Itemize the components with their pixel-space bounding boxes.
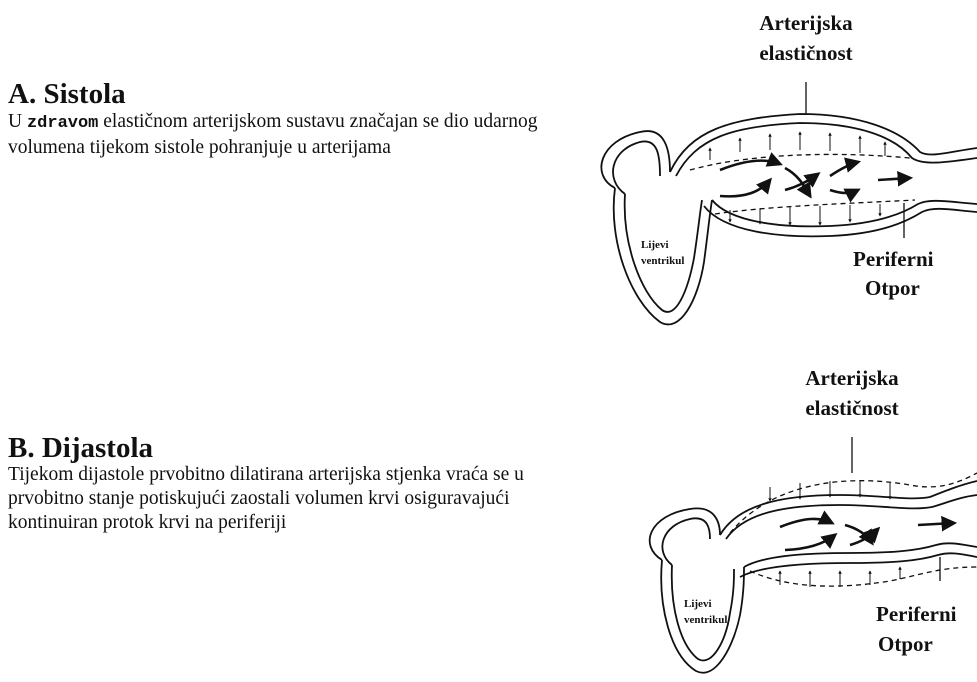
peripheral-resistance-label-line2: Otpor <box>878 632 933 656</box>
peripheral-resistance-label-line1: Periferni <box>853 247 934 271</box>
left-ventricle-label-line2: ventrikul <box>641 255 684 267</box>
arterial-elasticity-label-line1: Arterijska <box>805 366 899 390</box>
section-a-text: U zdravom elastičnom arterijskom sustavu… <box>8 110 568 160</box>
section-a-text-prefix: U <box>8 111 27 132</box>
section-b-title: B. Dijastola <box>8 432 153 464</box>
arterial-elasticity-label-line1: Arterijska <box>759 11 853 35</box>
left-ventricle-label-line1: Lijevi <box>684 598 712 610</box>
arterial-elasticity-label-line2: elastičnost <box>759 41 852 65</box>
systole-diagram: Arterijska elastičnost Lijevi ventrikul … <box>580 0 977 345</box>
section-a-keyword: zdravom <box>27 114 98 133</box>
arterial-elasticity-label-line2: elastičnost <box>805 396 898 420</box>
diastole-diagram: Arterijska elastičnost Lijevi ventrikul … <box>580 345 977 682</box>
peripheral-resistance-label-line2: Otpor <box>865 276 920 300</box>
section-b-text: Tijekom dijastole prvobitno dilatirana a… <box>8 463 568 535</box>
section-a-title: A. Sistola <box>8 78 126 110</box>
peripheral-resistance-label-line1: Periferni <box>876 602 957 626</box>
left-ventricle-label-line2: ventrikul <box>684 614 727 626</box>
left-ventricle-label-line1: Lijevi <box>641 239 669 251</box>
